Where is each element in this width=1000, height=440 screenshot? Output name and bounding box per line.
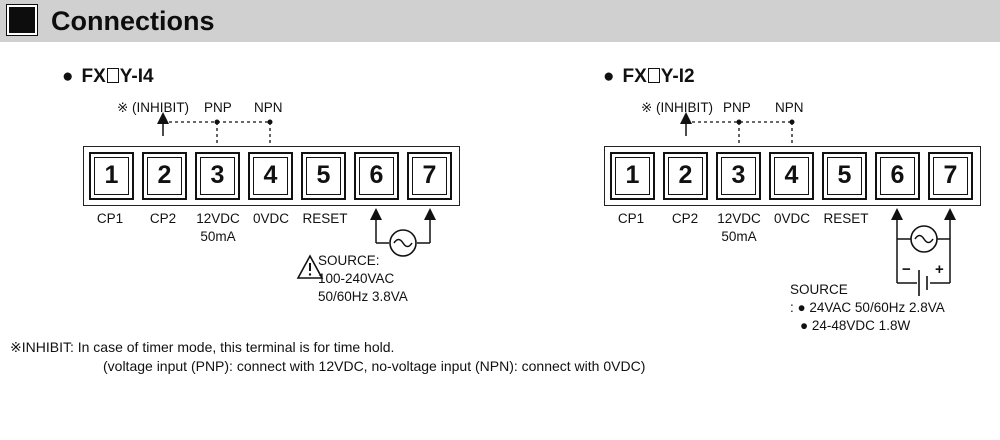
inhibit-note-line2: (voltage input (PNP): connect with 12VDC… xyxy=(103,358,646,374)
page-title: Connections xyxy=(51,6,215,36)
left-terminal-4: 4 xyxy=(248,151,293,200)
left-npn-label: NPN xyxy=(254,100,283,115)
right-npn-label: NPN xyxy=(775,100,804,115)
left-terminal-strip: 1 2 3 4 5 6 7 xyxy=(83,146,460,206)
left-ac-source-wiring xyxy=(370,208,436,257)
right-label-0vdc: 0VDC xyxy=(773,211,811,226)
right-terminal-4: 4 xyxy=(769,151,814,200)
left-inhibit-label: ※ (INHIBIT) xyxy=(117,100,190,115)
right-label-50ma: 50mA xyxy=(721,229,757,244)
right-terminal-7: 7 xyxy=(928,151,973,200)
left-terminal-3: 3 xyxy=(195,151,240,200)
left-terminal-5: 5 xyxy=(301,151,346,200)
left-terminal-6: 6 xyxy=(354,151,399,200)
right-terminal-6: 6 xyxy=(875,151,920,200)
model-box-glyph xyxy=(647,68,660,83)
right-source-ac: : ● 24VAC 50/60Hz 2.8VA xyxy=(790,300,945,315)
left-label-50ma: 50mA xyxy=(200,229,236,244)
header-bar: Connections xyxy=(0,0,1000,42)
left-source-frequency: 50/60Hz 3.8VA xyxy=(318,289,408,304)
warning-icon xyxy=(296,254,324,279)
right-source-wiring xyxy=(891,208,956,296)
left-pnp-label: PNP xyxy=(204,100,232,115)
left-label-0vdc: 0VDC xyxy=(252,211,290,226)
right-label-reset: RESET xyxy=(823,211,869,226)
left-label-cp2: CP2 xyxy=(149,211,177,226)
right-terminal-3: 3 xyxy=(716,151,761,200)
left-source-voltage: 100-240VAC xyxy=(318,271,395,286)
left-label-12vdc: 12VDC xyxy=(196,211,240,226)
right-label-cp1: CP1 xyxy=(617,211,645,226)
left-terminal-1: 1 xyxy=(89,151,134,200)
battery-plus-label: + xyxy=(935,261,944,278)
right-pnp-label: PNP xyxy=(723,100,751,115)
left-label-cp1: CP1 xyxy=(96,211,124,226)
right-terminal-strip: 1 2 3 4 5 6 7 xyxy=(604,146,981,206)
right-label-cp2: CP2 xyxy=(671,211,699,226)
right-source-dc: ● 24-48VDC 1.8W xyxy=(800,318,911,333)
model-box-glyph xyxy=(106,68,119,83)
left-terminal-7: 7 xyxy=(407,151,452,200)
left-label-reset: RESET xyxy=(302,211,348,226)
left-terminal-2: 2 xyxy=(142,151,187,200)
right-inhibit-wiring xyxy=(680,112,795,146)
right-source-title: SOURCE xyxy=(790,282,848,297)
right-inhibit-label: ※ (INHIBIT) xyxy=(641,100,714,115)
inhibit-note-line1: ※INHIBIT: In case of timer mode, this te… xyxy=(10,339,395,355)
left-source-title: SOURCE: xyxy=(318,253,380,268)
right-terminal-1: 1 xyxy=(610,151,655,200)
right-terminal-5: 5 xyxy=(822,151,867,200)
header-square-icon xyxy=(6,4,38,36)
right-label-12vdc: 12VDC xyxy=(717,211,761,226)
battery-minus-label: − xyxy=(902,261,911,278)
left-inhibit-wiring xyxy=(157,112,273,146)
right-terminal-2: 2 xyxy=(663,151,708,200)
